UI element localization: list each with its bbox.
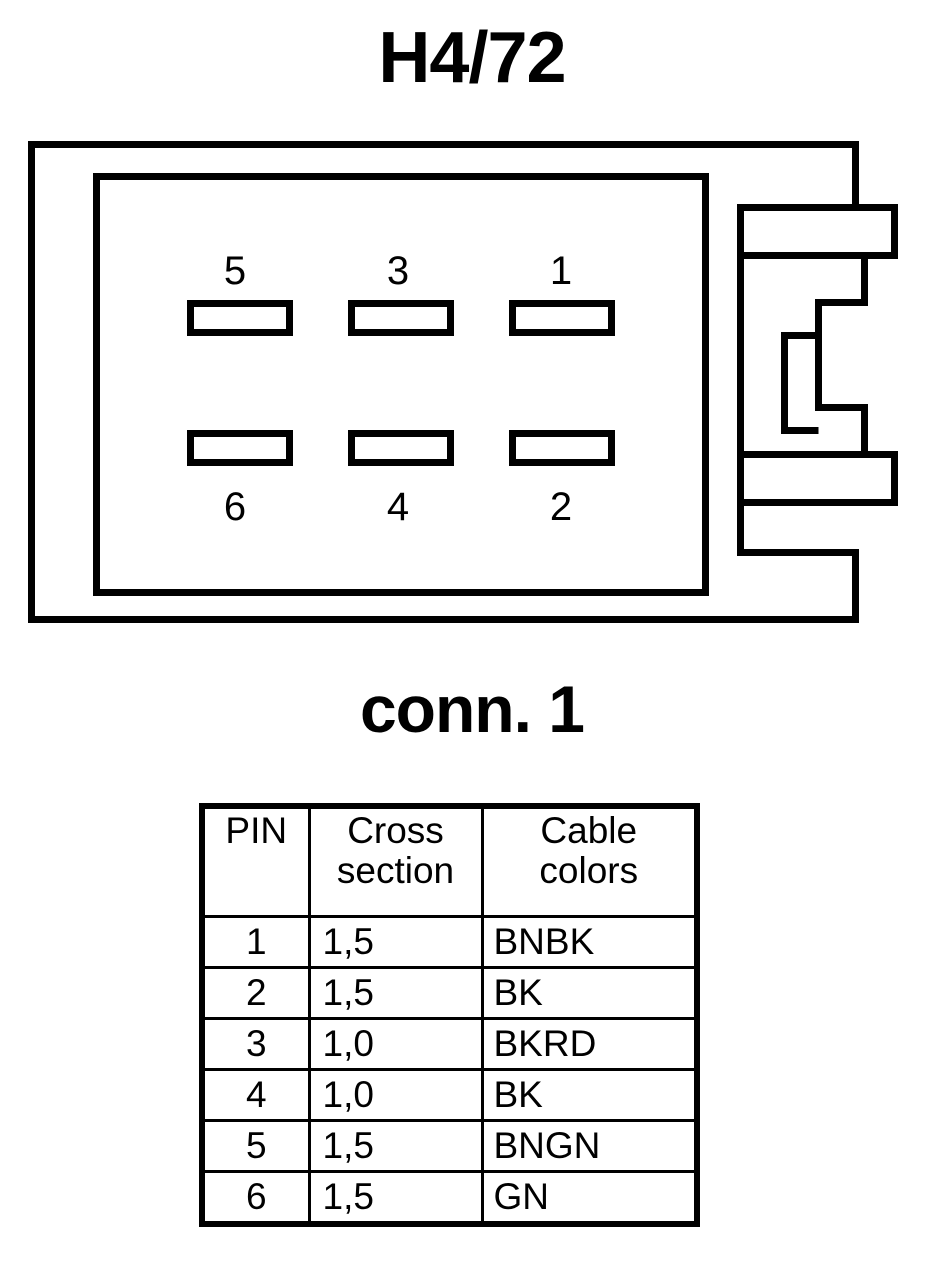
connector-diagram: 5 3 1 6 4 2 [0, 120, 944, 645]
connector-subtitle: conn. 1 [359, 672, 585, 746]
table-header-row: PIN Cross section Cable colors [200, 804, 699, 918]
cross-section-line-2: section [336, 849, 455, 891]
pin-label-3: 3 [387, 249, 409, 293]
cell-cable-colors: BNBK [480, 915, 699, 969]
cell-cable-colors: BK [480, 1068, 699, 1122]
cell-pin: 5 [200, 1119, 311, 1173]
cell-cross-section: 1,5 [307, 1170, 484, 1226]
column-header-pin: PIN [200, 804, 311, 918]
cell-cross-section: 1,5 [307, 1119, 484, 1173]
latch-upper-arm [740, 204, 898, 259]
cell-cable-colors: BKRD [480, 1017, 699, 1071]
pin-slot-2 [509, 430, 615, 466]
pin-label-1: 1 [550, 249, 572, 293]
pin-slot-3 [348, 300, 454, 336]
cell-cable-colors: GN [480, 1170, 699, 1226]
cell-cross-section: 1,5 [307, 915, 484, 969]
latch-lower-arm [740, 451, 898, 506]
cell-cable-colors: BNGN [480, 1119, 699, 1173]
cell-cross-section: 1,5 [307, 966, 484, 1020]
pin-slot-1 [509, 300, 615, 336]
cell-pin: 6 [200, 1170, 311, 1226]
cell-cross-section: 1,0 [307, 1017, 484, 1071]
cell-cross-section: 1,0 [307, 1068, 484, 1122]
connector-svg: 5 3 1 6 4 2 [28, 141, 898, 623]
latch-lock-block [740, 252, 868, 458]
latch-inner-tab [781, 332, 819, 434]
pin-slot-4 [348, 430, 454, 466]
column-header-cable-colors: Cable colors [480, 804, 699, 918]
housing-outer-outline [28, 141, 859, 623]
housing-inner-face [93, 173, 709, 596]
cell-pin: 2 [200, 966, 311, 1020]
pin-label-6: 6 [224, 485, 246, 529]
cross-section-line-1: Cross [347, 810, 444, 851]
column-header-cross-section: Cross section [307, 804, 484, 918]
pin-label-4: 4 [387, 485, 409, 529]
pin-label-2: 2 [550, 485, 572, 529]
cell-cable-colors: BK [480, 966, 699, 1020]
pin-slot-5 [187, 300, 293, 336]
pin-label-5: 5 [224, 249, 246, 293]
cell-pin: 3 [200, 1017, 311, 1071]
page-title: H4/72 [378, 18, 566, 98]
cell-pin: 1 [200, 915, 311, 969]
cable-colors-line-1: Cable [540, 810, 638, 851]
cell-pin: 4 [200, 1068, 311, 1122]
cable-colors-line-2: colors [539, 849, 639, 891]
pin-slot-6 [187, 430, 293, 466]
